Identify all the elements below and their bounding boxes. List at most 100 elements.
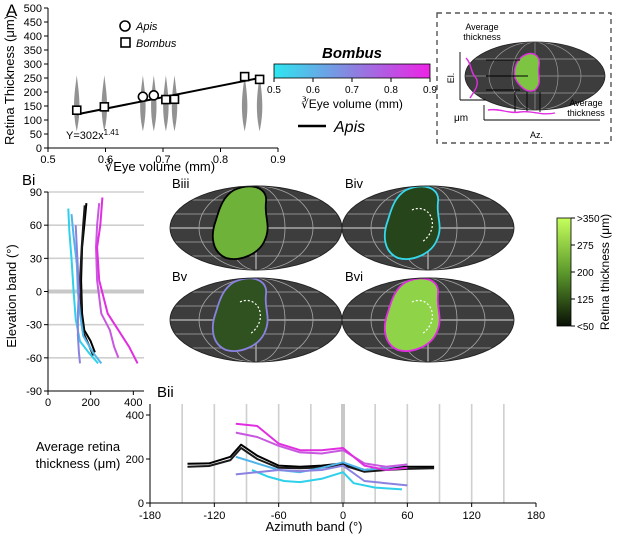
- panel-bii-xtick-label: -120: [203, 510, 225, 522]
- map-bombus-large: [341, 277, 515, 363]
- panel-a-xtick-label: 0.6: [98, 154, 113, 166]
- inset-az-label: Az.: [530, 130, 543, 140]
- eye-colorbar-tick-label: 0.6: [306, 85, 320, 96]
- panel-bi-series-line: [67, 208, 99, 365]
- panel-bii-xtick-label: 60: [401, 510, 413, 522]
- map-bombus-small: [341, 185, 515, 271]
- map-body: [170, 186, 342, 270]
- retina-colorbar-tick-label: >350: [577, 214, 600, 225]
- panel-bii-xlabel: Azimuth band (°): [266, 519, 363, 534]
- panel-a-distribution-violin: [140, 75, 146, 132]
- retina-colorbar-ticks: >350 275 200 125 <50: [571, 214, 600, 333]
- retina-colorbar-tick-label: <50: [577, 322, 594, 333]
- panel-a-ytick-label: 200: [24, 87, 42, 99]
- map-dotted-outline: [411, 207, 433, 243]
- map-retina-region: [211, 278, 269, 352]
- panel-a-xtick-label: 0.5: [40, 154, 55, 166]
- panel-a-ytick-label: 0: [36, 143, 42, 155]
- panel-bii-xtick-label: 120: [462, 510, 480, 522]
- panel-a-ytick-label: 400: [24, 31, 42, 43]
- panel-bi-xtick-label: 200: [81, 397, 99, 409]
- retina-colorbar-tick-label: 125: [577, 295, 594, 306]
- legend-circle-marker: [119, 20, 131, 32]
- panel-label-bvi: Bvi: [345, 269, 363, 284]
- eye-colorbar-tick-label: 0.8: [384, 85, 398, 96]
- map-retina-region: [383, 278, 441, 352]
- panel-a-ytick-label: 300: [24, 59, 42, 71]
- panel-label-biv: Biv: [345, 176, 364, 191]
- eye-colorbar-tick-label: 0.5: [267, 85, 281, 96]
- panel-a-distribution-violin: [74, 75, 80, 132]
- panel-a-ytick-label: 250: [24, 73, 42, 85]
- panel-a-xtick-label: 0.9: [270, 154, 285, 166]
- panel-bii-xtick-label: -180: [139, 510, 161, 522]
- map-body: [342, 278, 514, 362]
- panel-a-distribution-violin: [256, 75, 263, 132]
- panel-bii-ytick-label: 400: [126, 410, 144, 422]
- retina-colorbar-tick-label: 275: [577, 241, 594, 252]
- panel-bii-xtick-label: -60: [271, 510, 287, 522]
- map-longitude-line: [370, 278, 486, 362]
- panel-a-marks: [71, 71, 265, 132]
- colorbar-title-bombus: Bombus: [322, 45, 382, 62]
- panel-a-point-bombus: [239, 71, 250, 82]
- panel-a-ytick-label: 100: [24, 115, 42, 127]
- panel-a-point-apis: [137, 91, 149, 103]
- inset-azimuth-profile: [487, 108, 556, 115]
- panel-bi-series-line: [96, 197, 139, 364]
- panel-bi-ytick-label: -60: [26, 353, 42, 365]
- panel-bii-xtick-label: 0: [340, 510, 346, 522]
- panel-bii-series-line: [251, 469, 403, 491]
- panel-a-point-bombus: [99, 102, 110, 112]
- panel-a-point-bombus: [169, 94, 180, 105]
- panel-bi-ytick-label: 90: [30, 187, 42, 199]
- retina-thickness-maps: [169, 185, 515, 363]
- panel-bii-series-line: [235, 431, 408, 468]
- inset-elevation-profile: [465, 57, 479, 99]
- panel-a-ytick-label: 500: [24, 3, 42, 15]
- map-bombus-medium: [169, 277, 343, 363]
- panel-a-xtick-label: 0.8: [213, 154, 228, 166]
- map-longitude-line: [198, 186, 314, 270]
- panel-bii-marks: [187, 422, 435, 491]
- panel-a-xtick-label: 0.7: [155, 154, 170, 166]
- panel-bii-series-line: [235, 422, 408, 471]
- eye-colorbar-gradient: [273, 63, 431, 79]
- panel-bi-ytick-label: -90: [26, 386, 42, 398]
- legend-bombus-label: Bombus: [136, 38, 177, 50]
- eye-colorbar-tick-label: 0.9: [423, 85, 437, 96]
- map-longitude-line: [370, 186, 486, 270]
- panel-bi-ytick-label: 0: [36, 287, 42, 299]
- panel-a-ylabel: Retina Thickness (μm): [2, 15, 17, 145]
- panel-a-ytick-label: 450: [24, 17, 42, 29]
- map-body: [170, 278, 342, 362]
- panel-bi-ytick-label: 60: [30, 220, 42, 232]
- retina-colorbar-tick-label: 200: [577, 268, 594, 279]
- panel-bi-ytick-label: 30: [30, 253, 42, 265]
- panel-bii-ytick-label: 0: [138, 498, 144, 510]
- eye-colorbar-label: ∛Eye volume (mm): [301, 97, 403, 111]
- panel-a-ytick-label: 50: [30, 129, 42, 141]
- panel-bi-series-line: [95, 203, 120, 359]
- panel-bi-xtick-label: 400: [124, 397, 142, 409]
- fit-equation: Y=302x1.41: [66, 128, 120, 142]
- panel-a-point-bombus: [161, 94, 171, 105]
- apis-line-legend-label: Apis: [333, 119, 365, 136]
- panel-a-point-bombus: [254, 74, 265, 85]
- panel-label-bii: Bii: [157, 384, 174, 401]
- panel-label-bi: Bi: [22, 172, 35, 189]
- map-body: [342, 186, 514, 270]
- map-dotted-outline: [239, 299, 261, 335]
- legend-square-marker: [120, 37, 131, 48]
- inset-el-label: El.: [446, 73, 456, 84]
- panel-label-bv: Bv: [172, 269, 188, 284]
